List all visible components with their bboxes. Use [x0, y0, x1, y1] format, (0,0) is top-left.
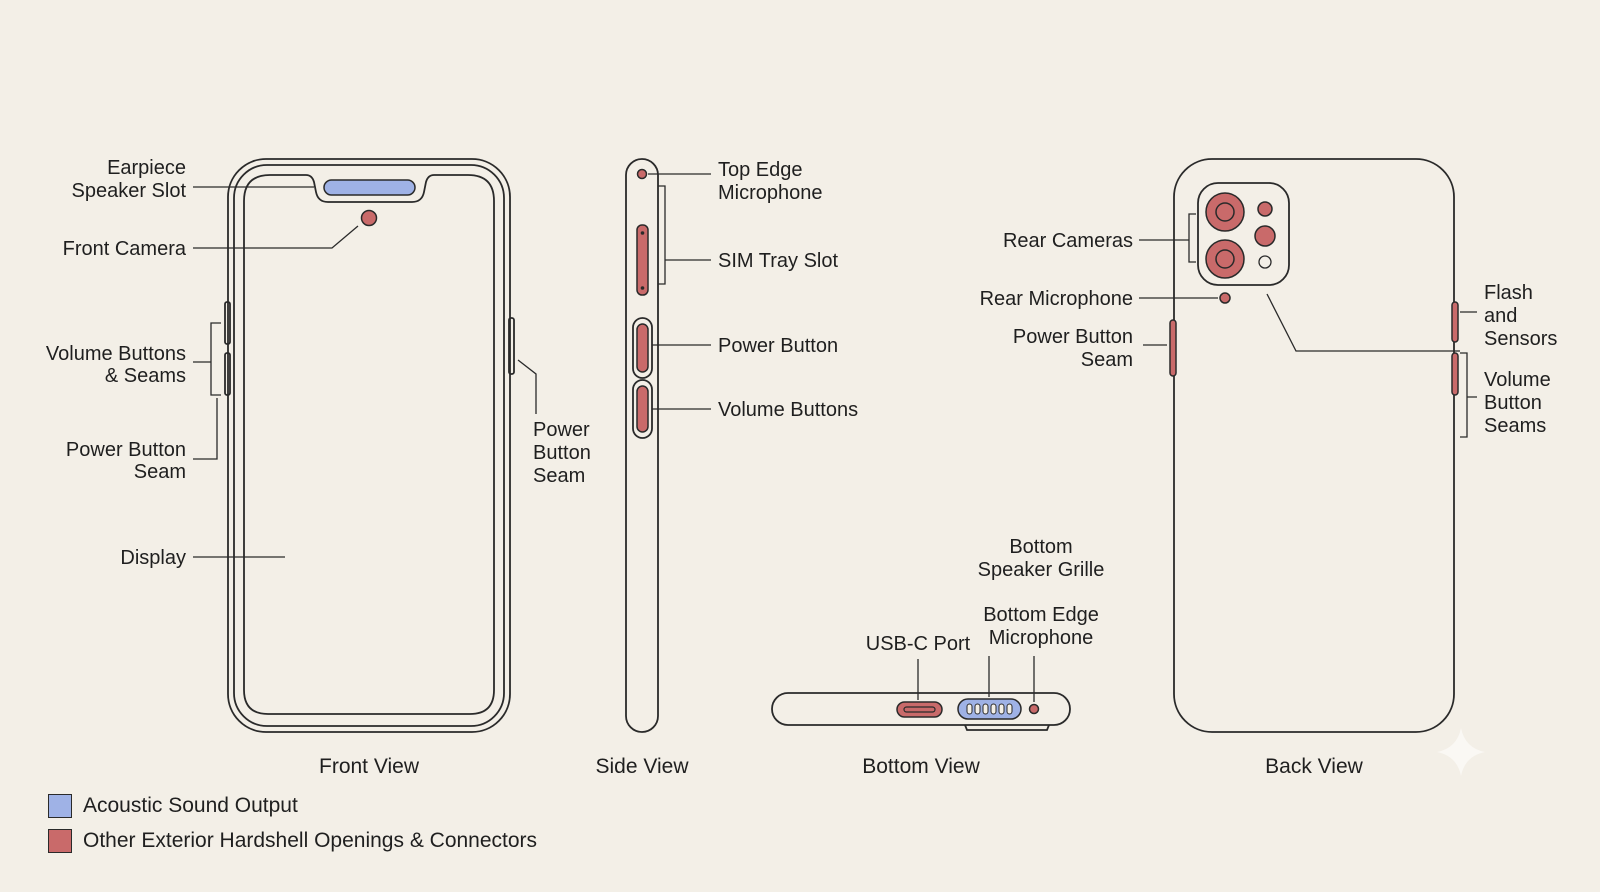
sim-eject-hole-top	[640, 231, 645, 235]
rear-camera-bottom	[1205, 239, 1245, 279]
legend: Acoustic Sound Output Other Exterior Har…	[48, 788, 537, 858]
volume-bracket-back	[1460, 352, 1477, 438]
usb-label: USB-C Port	[866, 633, 971, 655]
volume-label-line2: & Seams	[105, 365, 186, 387]
flash-label-line1: Flash	[1484, 282, 1533, 304]
front-phone-inner-outline	[233, 164, 505, 727]
earpiece-label-line1: Earpiece	[107, 157, 186, 179]
camera-bump	[1197, 182, 1290, 286]
top-mic-label-line1: Top Edge	[718, 159, 803, 181]
front-volume-button-lower	[224, 352, 231, 396]
rear-camera-bottom-lens	[1215, 249, 1235, 269]
legend-swatch-acoustic	[48, 793, 72, 818]
sim-tray-slot	[636, 224, 649, 296]
rear-flash	[1254, 225, 1276, 247]
back-power-label-line2: Seam	[1081, 349, 1133, 371]
side-power-button-seam	[632, 317, 653, 379]
power-left-label-line2: Seam	[134, 461, 186, 483]
front-camera-dot	[360, 209, 378, 227]
power-left-label-line1: Power Button	[66, 439, 186, 461]
rear-cameras-leader	[1139, 213, 1196, 263]
back-view-title: Back View	[1265, 755, 1363, 778]
bottom-view: Bottom Speaker Grille USB-C Port Bottom …	[771, 536, 1105, 778]
side-power-button	[636, 323, 649, 373]
front-camera-label: Front Camera	[63, 238, 187, 260]
rear-microphone	[1219, 292, 1231, 304]
power-left-leader	[193, 398, 218, 460]
side-view-title: Side View	[595, 755, 689, 778]
rear-camera-top-lens	[1215, 202, 1235, 222]
back-power-label-line1: Power Button	[1013, 326, 1133, 348]
speaker-grille-holes	[966, 703, 1013, 715]
speaker-label-line2: Speaker Grille	[978, 559, 1105, 581]
legend-label-acoustic: Acoustic Sound Output	[83, 793, 298, 817]
bottom-mic-label-line2: Microphone	[989, 627, 1094, 649]
side-volume-label: Volume Buttons	[718, 399, 858, 421]
front-view: Earpiece Speaker Slot Front Camera Volum…	[46, 157, 591, 778]
volume-label-line1: Volume Buttons	[46, 343, 186, 365]
power-right-label-line2: Button	[533, 442, 591, 464]
rear-mic-label: Rear Microphone	[980, 288, 1133, 310]
bottom-mic-label-line1: Bottom Edge	[983, 604, 1099, 626]
speaker-label-line1: Bottom	[1009, 536, 1072, 558]
back-upper-button	[1451, 301, 1459, 343]
side-volume-button	[636, 385, 649, 433]
power-right-label-line1: Power	[533, 419, 590, 441]
front-camera-leader	[193, 225, 359, 249]
bottom-speaker-grille	[957, 698, 1022, 720]
side-power-label: Power Button	[718, 335, 838, 357]
power-right-leader	[517, 359, 537, 414]
flash-label-line3: Sensors	[1484, 328, 1557, 350]
usb-c-port	[896, 701, 943, 718]
flash-label-line2: and	[1484, 305, 1517, 327]
sim-eject-hole-bottom	[640, 286, 645, 290]
front-view-title: Front View	[319, 755, 420, 778]
flash-leader	[1266, 293, 1460, 352]
side-phone-outline	[625, 158, 659, 733]
bottom-view-title: Bottom View	[862, 755, 980, 778]
front-power-button	[508, 317, 515, 375]
top-mic-label-line2: Microphone	[718, 182, 823, 204]
back-power-button	[1169, 319, 1177, 377]
back-phone-outline	[1173, 158, 1455, 733]
rear-camera-top	[1205, 192, 1245, 232]
legend-label-openings: Other Exterior Hardshell Openings & Conn…	[83, 828, 538, 852]
earpiece-speaker-slot	[323, 179, 416, 196]
side-view: Top Edge Microphone SIM Tray Slot Power …	[595, 158, 858, 778]
display-label: Display	[120, 547, 186, 569]
sparkle-watermark-icon	[1437, 728, 1485, 776]
bottom-lip	[964, 724, 1050, 731]
back-volume-button	[1451, 352, 1459, 396]
legend-item-acoustic: Acoustic Sound Output	[48, 788, 537, 823]
legend-item-openings: Other Exterior Hardshell Openings & Conn…	[48, 823, 537, 858]
front-volume-button-upper	[224, 301, 231, 345]
legend-swatch-openings	[48, 828, 72, 853]
front-phone-outer-outline	[227, 158, 511, 733]
top-edge-microphone	[636, 168, 648, 180]
earpiece-label-line2: Speaker Slot	[71, 180, 186, 202]
bottom-edge-microphone	[1028, 703, 1040, 715]
rear-sensor-ring	[1258, 255, 1272, 269]
rear-cameras-label: Rear Cameras	[1003, 230, 1133, 252]
volume-bracket-leader	[193, 322, 221, 396]
usb-c-port-inner	[903, 706, 936, 713]
sim-leader	[658, 185, 711, 285]
power-right-label-line3: Seam	[533, 465, 585, 487]
rear-sensor-small	[1257, 201, 1273, 217]
bottom-phone-outline	[771, 692, 1071, 726]
back-volume-label-line3: Seams	[1484, 415, 1546, 437]
back-view: Rear Cameras Rear Microphone Power Butto…	[980, 158, 1557, 778]
back-volume-label-line2: Button	[1484, 392, 1542, 414]
back-volume-label-line1: Volume	[1484, 369, 1551, 391]
display-outline	[243, 174, 495, 715]
sim-label: SIM Tray Slot	[718, 250, 838, 272]
